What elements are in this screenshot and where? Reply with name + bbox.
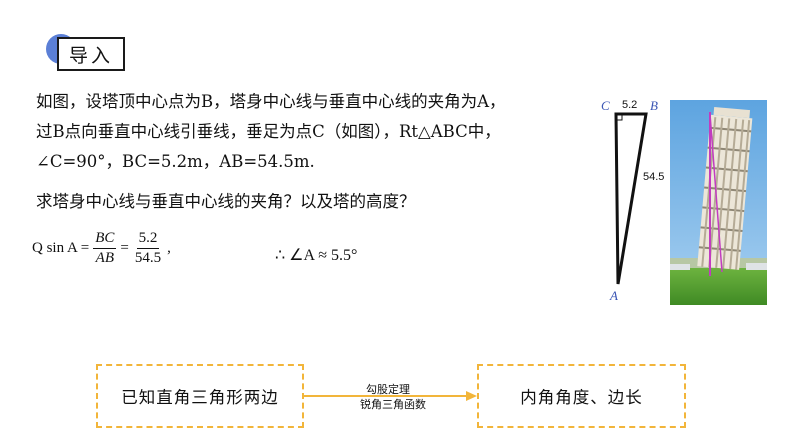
problem-line-3: ∠C=90°，BC=5.2m，AB=54.5m. [36,152,315,171]
fraction-numerator: BC [93,230,117,249]
vertex-b-label: B [650,98,658,113]
vertex-a-label: A [609,288,618,303]
question-text: 求塔身中心线与垂直中心线的夹角？以及塔的高度？ [36,192,416,211]
leaning-tower-photo [670,100,767,305]
sine-formula: Q sin A = BC AB = 5.2 54.5 , [32,230,171,267]
formula-equals: = [120,240,129,256]
angle-conclusion: ∴ ∠A ≈ 5.5° [275,247,358,264]
vertex-c-label: C [601,98,610,113]
pythagorean-theorem-label: 勾股定理 [366,383,410,396]
trig-functions-label: 锐角三角函数 [360,398,426,411]
formula-comma: , [167,240,171,256]
right-angle-marker [615,113,623,121]
fraction-denominator-value: 54.5 [134,250,162,266]
side-bc-length: 5.2 [622,99,637,111]
formula-prefix: Q sin A = [32,240,90,256]
right-triangle-diagram: C B A 5.2 54.5 [601,98,664,303]
section-badge-label: 导入 [68,44,113,67]
angles-sides-box: 内角角度、边长 [477,364,686,428]
fraction-denominator: AB [95,250,114,266]
problem-line-2: 过B点向垂直中心线引垂线，垂足为点C（如图），Rt△ABC中， [36,122,501,141]
side-ab-length: 54.5 [643,171,664,183]
fraction-bc-ab: BC AB [93,230,117,267]
fraction-values: 5.2 54.5 [133,230,163,267]
flow-arrow [304,391,477,401]
known-sides-box: 已知直角三角形两边 [96,364,304,428]
section-badge: 导入 [57,37,125,71]
triangle-outline [614,112,648,285]
known-sides-text: 已知直角三角形两边 [121,388,279,407]
angles-sides-text: 内角角度、边长 [520,388,643,407]
fraction-numerator-value: 5.2 [136,230,160,249]
problem-line-1: 如图，设塔顶中心点为B，塔身中心线与垂直中心线的夹角为A， [36,92,506,111]
